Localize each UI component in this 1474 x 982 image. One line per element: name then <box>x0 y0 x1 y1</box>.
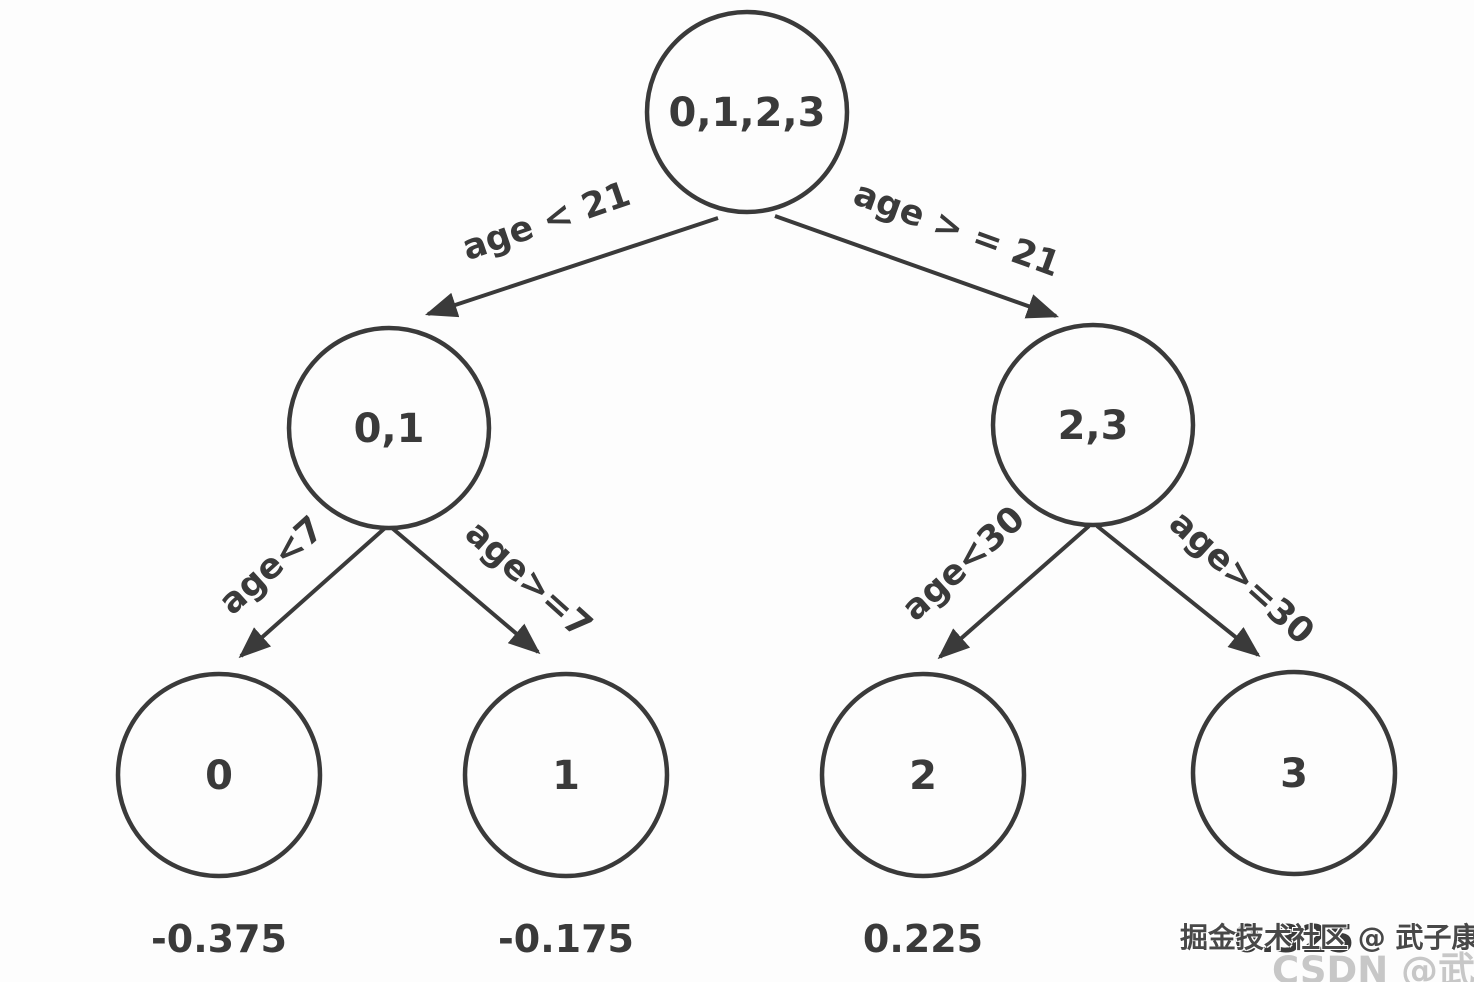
node-0-1: 0,1 <box>286 325 492 531</box>
edge-node-2-3-to-leaf-2 <box>937 524 1091 660</box>
edge-label-age-lt-7: age<7 <box>211 509 331 623</box>
leaf-1: 1 <box>462 671 670 879</box>
watermark-juejin: 掘金技术社区 @ 武子康 <box>1180 921 1474 954</box>
node-2-3-circle <box>990 322 1196 528</box>
node-root-circle <box>644 9 850 215</box>
leaf-0: 0 <box>115 671 323 879</box>
edge-node-2-3-to-leaf-3 <box>1095 524 1261 658</box>
edge-label-age-gte-21: age > = 21 <box>848 174 1065 286</box>
leaf-2-value: 0.225 <box>863 917 983 961</box>
nodes: 0,1,2,3 0,1 2,3 0 1 2 <box>115 9 1398 879</box>
leaf-0-circle <box>115 671 323 879</box>
edge-node-0-1-to-leaf-1 <box>390 526 541 655</box>
node-0-1-label: 0,1 <box>354 406 425 452</box>
edge-label-age-gte-30: age>=30 <box>1161 503 1321 653</box>
leaf-1-label: 1 <box>552 753 580 799</box>
node-2-3-label: 2,3 <box>1058 403 1129 449</box>
node-0-1-circle <box>286 325 492 531</box>
leaf-values: -0.375 -0.175 0.225 0.325 <box>151 917 1354 961</box>
node-2-3: 2,3 <box>990 322 1196 528</box>
leaf-2: 2 <box>819 671 1027 879</box>
leaf-2-circle <box>819 671 1027 879</box>
leaf-0-value: -0.375 <box>151 917 287 961</box>
edge-label-age-gte-7: age>=7 <box>457 513 599 647</box>
edge-root-to-node-0-1 <box>424 216 719 318</box>
edge-label-age-lt-30: age<30 <box>894 499 1033 629</box>
edge-root-to-node-2-3 <box>774 214 1060 319</box>
leaf-0-label: 0 <box>205 753 233 799</box>
leaf-3-circle <box>1190 669 1398 877</box>
node-root-label: 0,1,2,3 <box>669 90 826 136</box>
leaf-3-value: 0.325 <box>1234 917 1354 961</box>
leaf-3: 3 <box>1190 669 1398 877</box>
leaf-1-circle <box>462 671 670 879</box>
watermark-csdn: CSDN @武子康 <box>1272 949 1474 982</box>
node-root: 0,1,2,3 <box>644 9 850 215</box>
leaf-1-value: -0.175 <box>498 917 634 961</box>
edges <box>238 214 1261 660</box>
leaf-3-label: 3 <box>1280 751 1308 797</box>
edge-node-0-1-to-leaf-0 <box>238 526 387 659</box>
leaf-2-label: 2 <box>909 753 937 799</box>
